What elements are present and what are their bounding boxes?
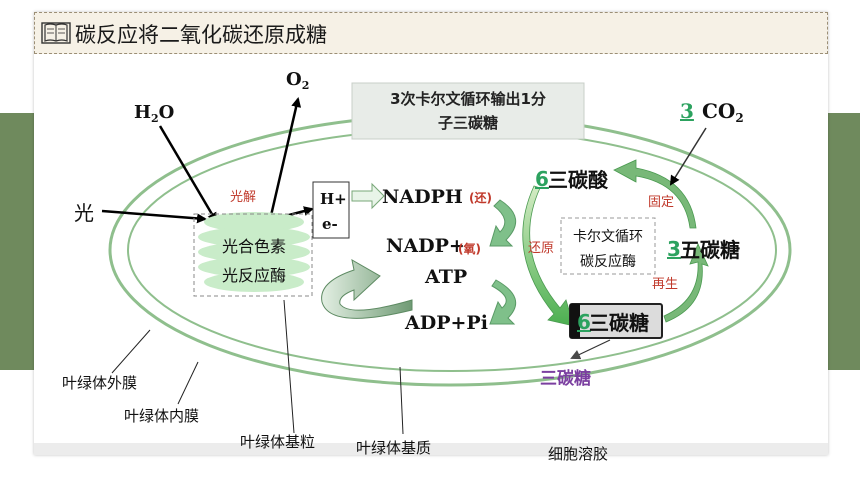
slide-card: 碳反应将二氧化碳还原成糖 bbox=[34, 12, 828, 455]
inner-membrane-label: 叶绿体内膜 bbox=[124, 407, 199, 425]
reduction-curve-arrow bbox=[522, 185, 575, 327]
c3-acid-label: 三碳酸 bbox=[548, 168, 609, 192]
c3-sugar-label: 三碳糖 bbox=[589, 311, 649, 335]
inner-membrane-leader bbox=[177, 361, 199, 405]
c3-acid-count: 6 bbox=[535, 167, 549, 191]
h-plus-label: H+ bbox=[320, 190, 347, 208]
right-decor-band bbox=[826, 113, 860, 370]
stroma-label: 叶绿体基质 bbox=[356, 439, 431, 457]
outer-membrane-label: 叶绿体外膜 bbox=[62, 374, 137, 392]
output-arrow bbox=[570, 339, 611, 360]
water-label: H2O bbox=[134, 102, 174, 125]
calvin-center-line1: 卡尔文循环 bbox=[573, 229, 643, 245]
granum-leader bbox=[283, 299, 295, 434]
granum-label: 叶绿体基粒 bbox=[240, 433, 315, 451]
cycle-output-note-line1: 3次卡尔文循环输出1分 bbox=[390, 90, 546, 108]
adp-label: ADP+Pi bbox=[404, 312, 488, 334]
c3-sugar-count: 6 bbox=[577, 310, 591, 334]
cytosol-label: 细胞溶胶 bbox=[548, 445, 608, 463]
footer-strip bbox=[34, 443, 828, 455]
granum-stack bbox=[193, 212, 313, 297]
page-title: 碳反应将二氧化碳还原成糖 bbox=[75, 23, 327, 47]
co2-label: CO2 bbox=[702, 99, 744, 125]
hydrogen-box bbox=[312, 181, 350, 239]
nadp-label: NADP+ bbox=[386, 235, 465, 257]
co2-count: 3 bbox=[680, 99, 694, 123]
nadph-note: (还) bbox=[469, 190, 492, 205]
book-icon bbox=[41, 22, 71, 44]
stroma-leader bbox=[399, 366, 404, 435]
regeneration-label: 再生 bbox=[652, 277, 678, 292]
nadp-note: (氧) bbox=[458, 241, 481, 256]
reduction-label: 还原 bbox=[528, 241, 554, 256]
left-decor-band bbox=[0, 113, 34, 370]
light-arrow bbox=[101, 209, 207, 224]
photolysis-label: 光解 bbox=[230, 190, 256, 205]
e-minus-label: e- bbox=[322, 215, 338, 233]
oxygen-arrow bbox=[268, 97, 302, 221]
c5-label: 五碳糖 bbox=[680, 238, 740, 262]
light-label: 光 bbox=[74, 201, 94, 225]
regeneration-curve-arrow bbox=[663, 242, 709, 323]
hydrogen-to-nadph-arrow bbox=[351, 182, 385, 210]
grana-line2: 光反应酶 bbox=[222, 266, 286, 285]
cycle-output-note-line2: 子三碳糖 bbox=[438, 114, 498, 132]
outer-membrane-leader bbox=[111, 329, 151, 374]
calvin-center-line2: 碳反应酶 bbox=[580, 253, 636, 270]
output-label: 三碳糖 bbox=[540, 368, 591, 389]
c5-count: 3 bbox=[667, 237, 681, 261]
atp-supply-arrow bbox=[321, 259, 413, 319]
cycle-output-note-box bbox=[351, 82, 585, 140]
water-arrow bbox=[158, 125, 218, 223]
oxygen-label: O2 bbox=[286, 69, 309, 92]
fixation-curve-arrow bbox=[613, 159, 697, 229]
title-bar: 碳反应将二氧化碳还原成糖 bbox=[34, 12, 828, 54]
calvin-center-box bbox=[560, 217, 656, 275]
co2-arrow bbox=[669, 127, 707, 186]
nadph-label: NADPH bbox=[382, 186, 463, 208]
atp-label: ATP bbox=[424, 266, 467, 288]
nadph-return-arrow bbox=[489, 199, 516, 247]
grana-line1: 光合色素 bbox=[222, 237, 286, 256]
atp-return-arrow bbox=[489, 279, 517, 325]
fixation-label: 固定 bbox=[648, 195, 674, 210]
